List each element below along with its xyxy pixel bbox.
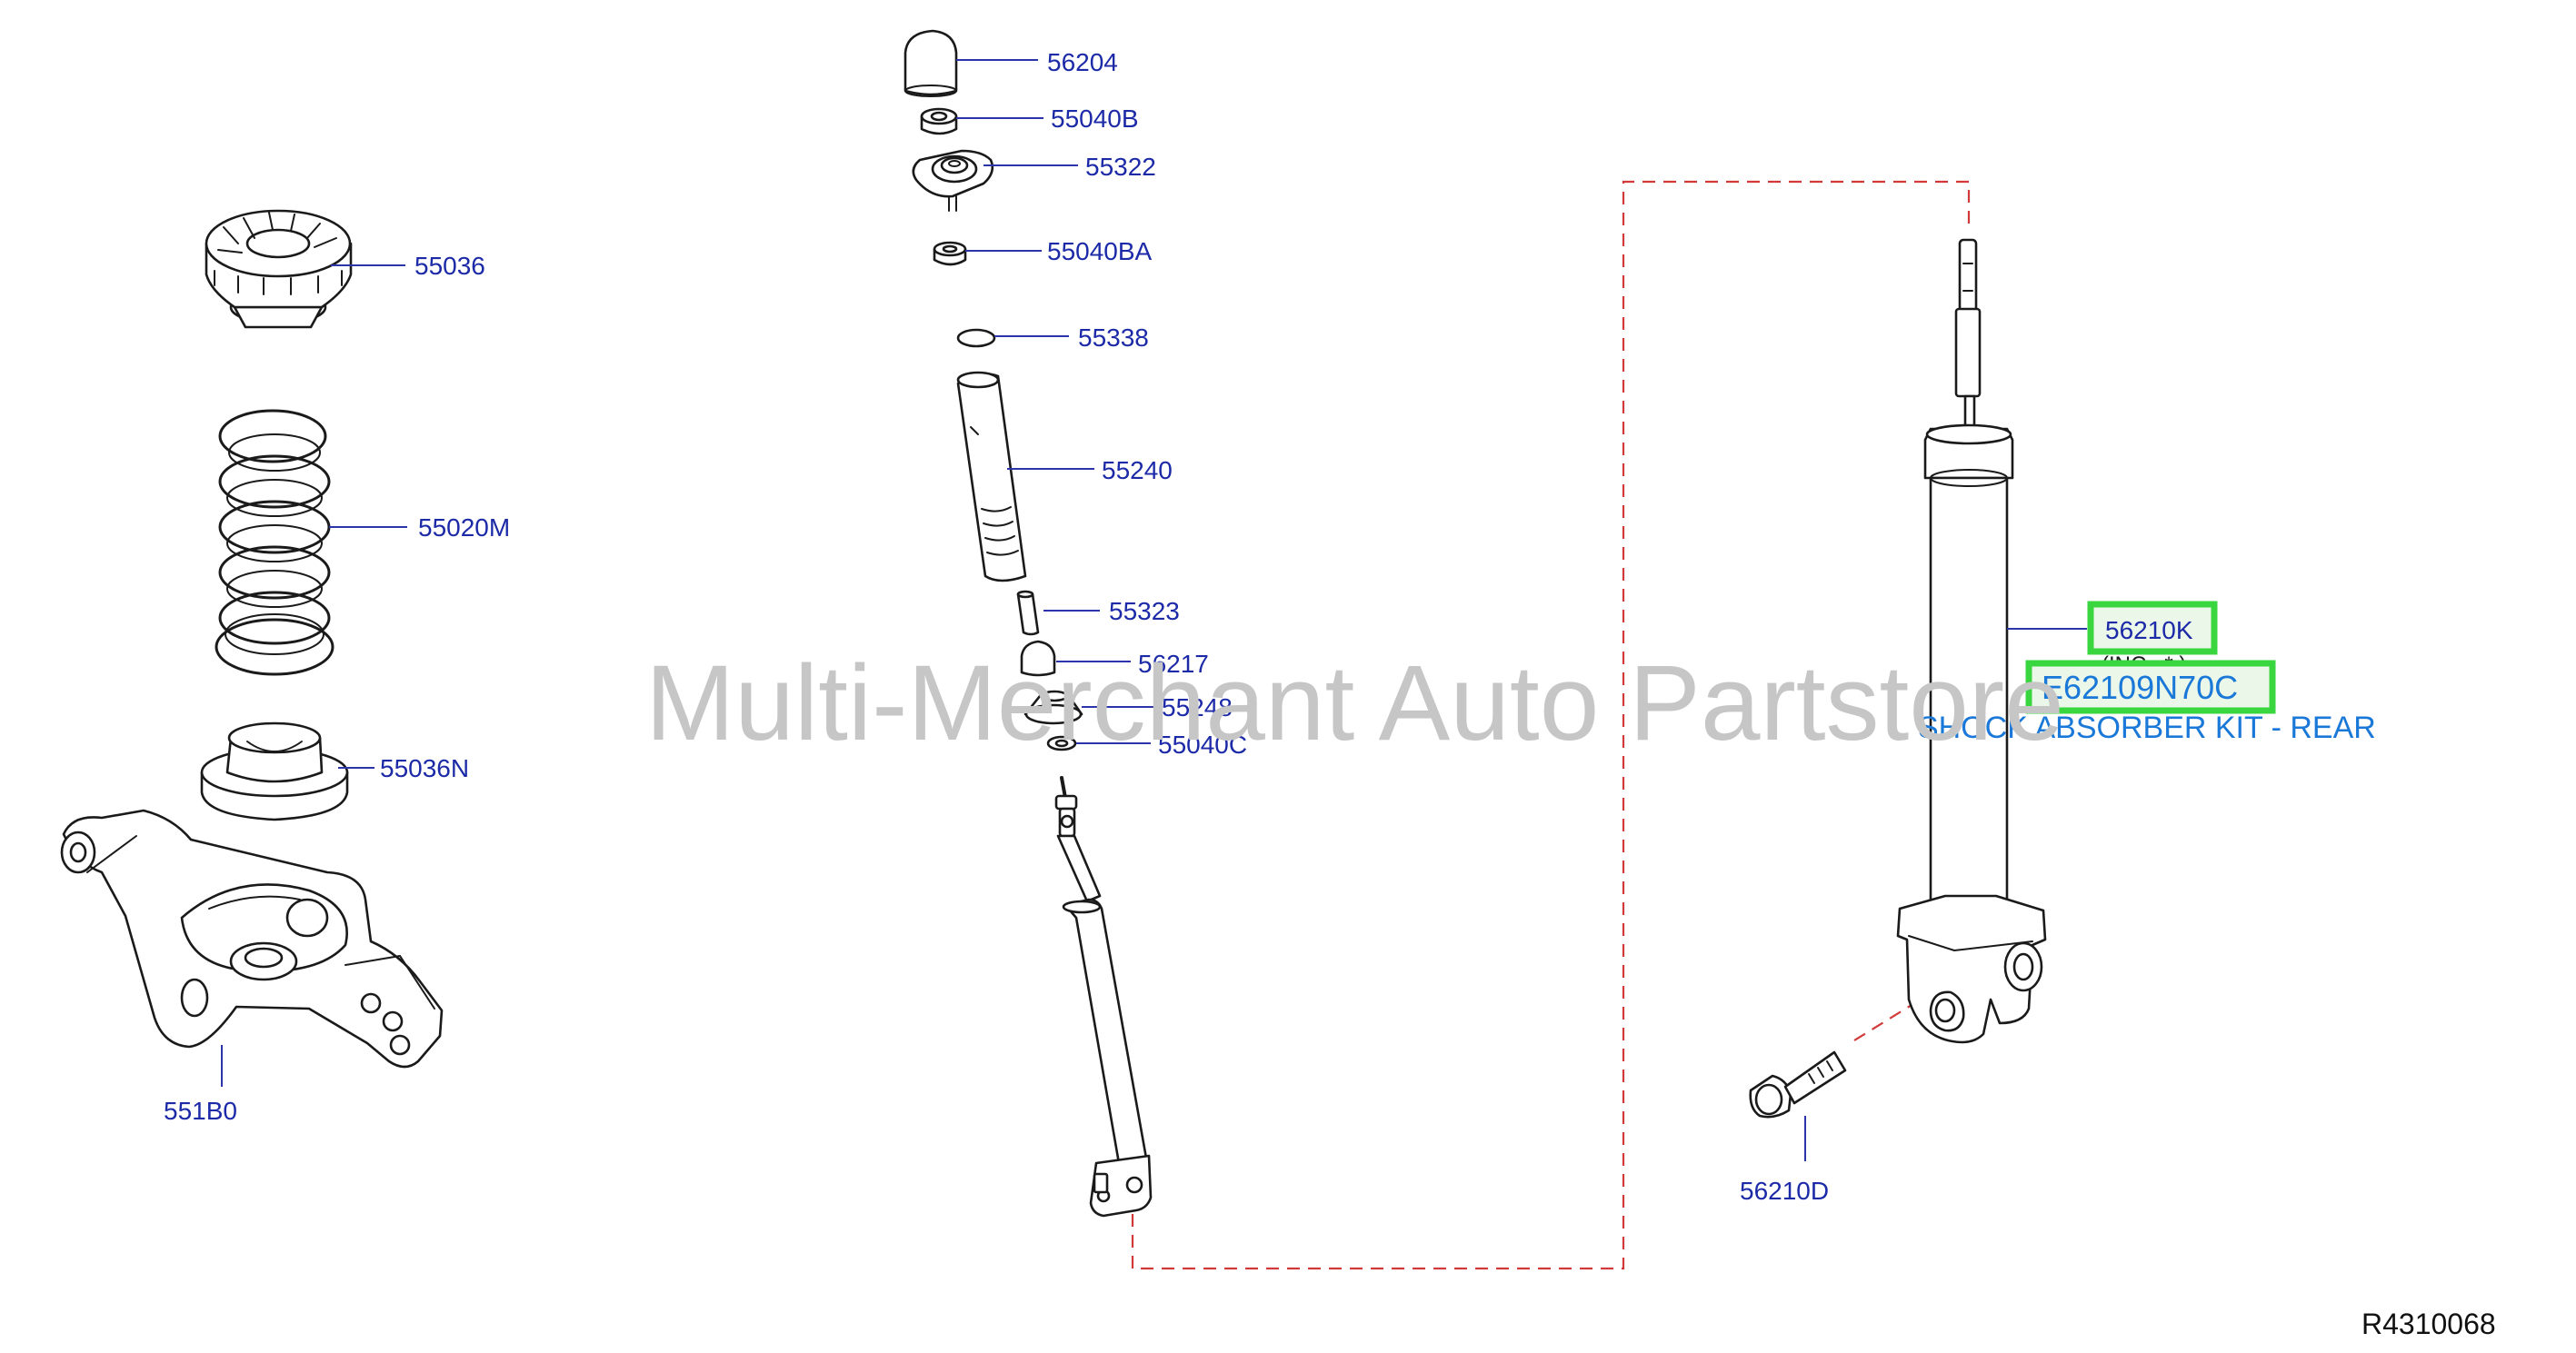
label-55322[interactable]: 55322: [1085, 153, 1156, 181]
strut-mount-icon: [912, 149, 994, 212]
kit-number-highlight: [2025, 660, 2276, 714]
label-55240[interactable]: 55240: [1102, 456, 1173, 484]
label-56210K-bg: [2091, 604, 2214, 652]
label-55040C[interactable]: 55040C: [1158, 731, 1247, 759]
label-551B0[interactable]: 551B0: [164, 1097, 237, 1125]
label-55040BA[interactable]: 55040BA: [1047, 237, 1153, 265]
spring-seat-upper-icon: [205, 209, 353, 329]
shock-absorber-assembly-icon: [1054, 776, 1153, 1218]
label-56210K[interactable]: 56210K: [2105, 616, 2193, 644]
shock-absorber-rear-icon: [1896, 238, 2047, 1044]
label-55036[interactable]: 55036: [414, 252, 485, 280]
label-55323[interactable]: 55323: [1109, 597, 1180, 625]
mounting-bolt-icon: [1749, 1050, 1847, 1119]
bound-stopper-cap-icon: [1020, 640, 1056, 677]
dust-cap-icon: [904, 29, 958, 97]
kit-number-bg: [2029, 663, 2272, 711]
label-56210K-highlight: [2087, 601, 2218, 655]
label-56204[interactable]: 56204: [1047, 48, 1118, 76]
nut-icon: [920, 107, 958, 135]
bump-stop-icon: [1016, 590, 1040, 636]
label-55020M[interactable]: 55020M: [418, 513, 510, 542]
diagram-code: R4310068: [2361, 1308, 2496, 1340]
bumper-bracket-icon: [1023, 690, 1083, 725]
kit-number[interactable]: E62109N70C: [2042, 669, 2238, 706]
label-55248[interactable]: 55248: [1162, 693, 1233, 721]
label-55040B[interactable]: 55040B: [1051, 104, 1139, 133]
label-55036N[interactable]: 55036N: [380, 754, 469, 782]
spring-seat-lower-icon: [200, 721, 349, 821]
label-55338[interactable]: 55338: [1078, 323, 1149, 352]
o-ring-icon: [956, 328, 996, 348]
dust-boot-icon: [956, 371, 1027, 582]
nut-lower-icon: [933, 241, 967, 266]
watermark-text: Multi-Merchant Auto Partstore: [645, 643, 2064, 763]
coil-spring-icon: [215, 409, 334, 676]
kit-title[interactable]: SHOCK ABSORBER KIT - REAR: [1918, 711, 2376, 745]
label-56217[interactable]: 56217: [1138, 650, 1209, 678]
label-56210D[interactable]: 56210D: [1740, 1177, 1829, 1205]
washer-icon: [1046, 735, 1077, 751]
lower-control-arm-icon: [60, 809, 444, 1069]
